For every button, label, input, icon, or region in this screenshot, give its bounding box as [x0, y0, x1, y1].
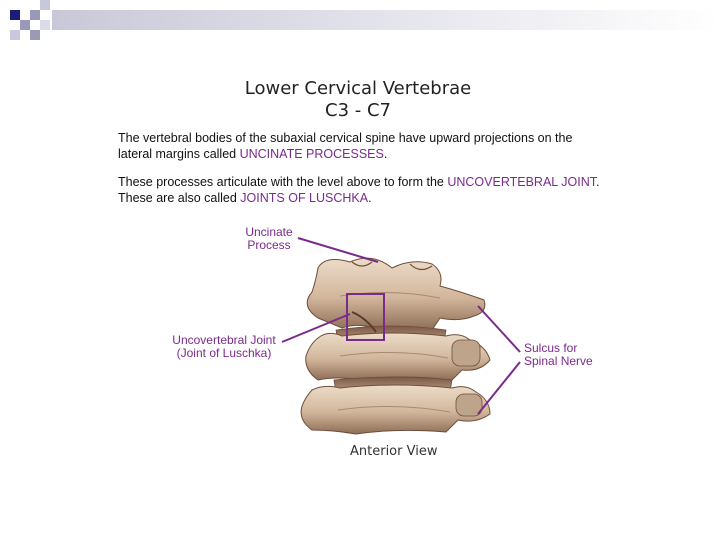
slide-subtitle: C3 - C7	[325, 100, 391, 121]
sulcus-label-line1: Sulcus for	[524, 341, 578, 355]
sulcus-leader-upper	[477, 305, 521, 353]
sulcus-label-line2: Spinal Nerve	[524, 354, 593, 368]
uncinate-processes-term: UNCINATE PROCESSES	[239, 147, 384, 161]
joints-of-luschka-term: JOINTS OF LUSCHKA	[240, 191, 369, 205]
uncovertebral-joint-term: UNCOVERTEBRAL JOINT	[447, 175, 596, 189]
vertebra-top	[306, 257, 486, 331]
header-decoration	[10, 0, 720, 40]
uncinate-leader	[297, 237, 379, 263]
paragraph2-end: .	[368, 191, 372, 205]
uncinate-label-line1: Uncinate	[245, 225, 293, 239]
vertebra-middle	[305, 332, 491, 381]
joint-label-line1: Uncovertebral Joint	[172, 333, 276, 347]
sulcus-leader-lower	[477, 361, 521, 415]
uncovertebral-joint-label: Uncovertebral Joint (Joint of Luschka)	[160, 334, 288, 360]
uncinate-label-line2: Process	[247, 238, 291, 252]
sulcus-spinal-nerve-label: Sulcus for Spinal Nerve	[524, 342, 608, 368]
slide-title: Lower Cervical Vertebrae	[244, 78, 472, 99]
joint-leader	[281, 313, 351, 343]
paragraph-uncinate: The vertebral bodies of the subaxial cer…	[118, 130, 608, 162]
paragraph2-middle: . These are also called	[118, 175, 600, 205]
uncinate-process-label: Uncinate Process	[236, 226, 302, 252]
uncovertebral-joint-highlight	[346, 293, 385, 341]
vertebra-bottom	[300, 384, 491, 435]
figure-caption: Anterior View	[350, 444, 438, 459]
paragraph-uncovertebral: These processes articulate with the leve…	[118, 174, 608, 206]
vertebrae-illustration	[281, 237, 521, 435]
paragraph1-end: .	[383, 147, 388, 161]
paragraph2-text: These processes articulate with the leve…	[118, 175, 448, 189]
joint-label-line2: (Joint of Luschka)	[176, 346, 272, 360]
paragraph1-text: The vertebral bodies of the subaxial cer…	[118, 131, 573, 161]
